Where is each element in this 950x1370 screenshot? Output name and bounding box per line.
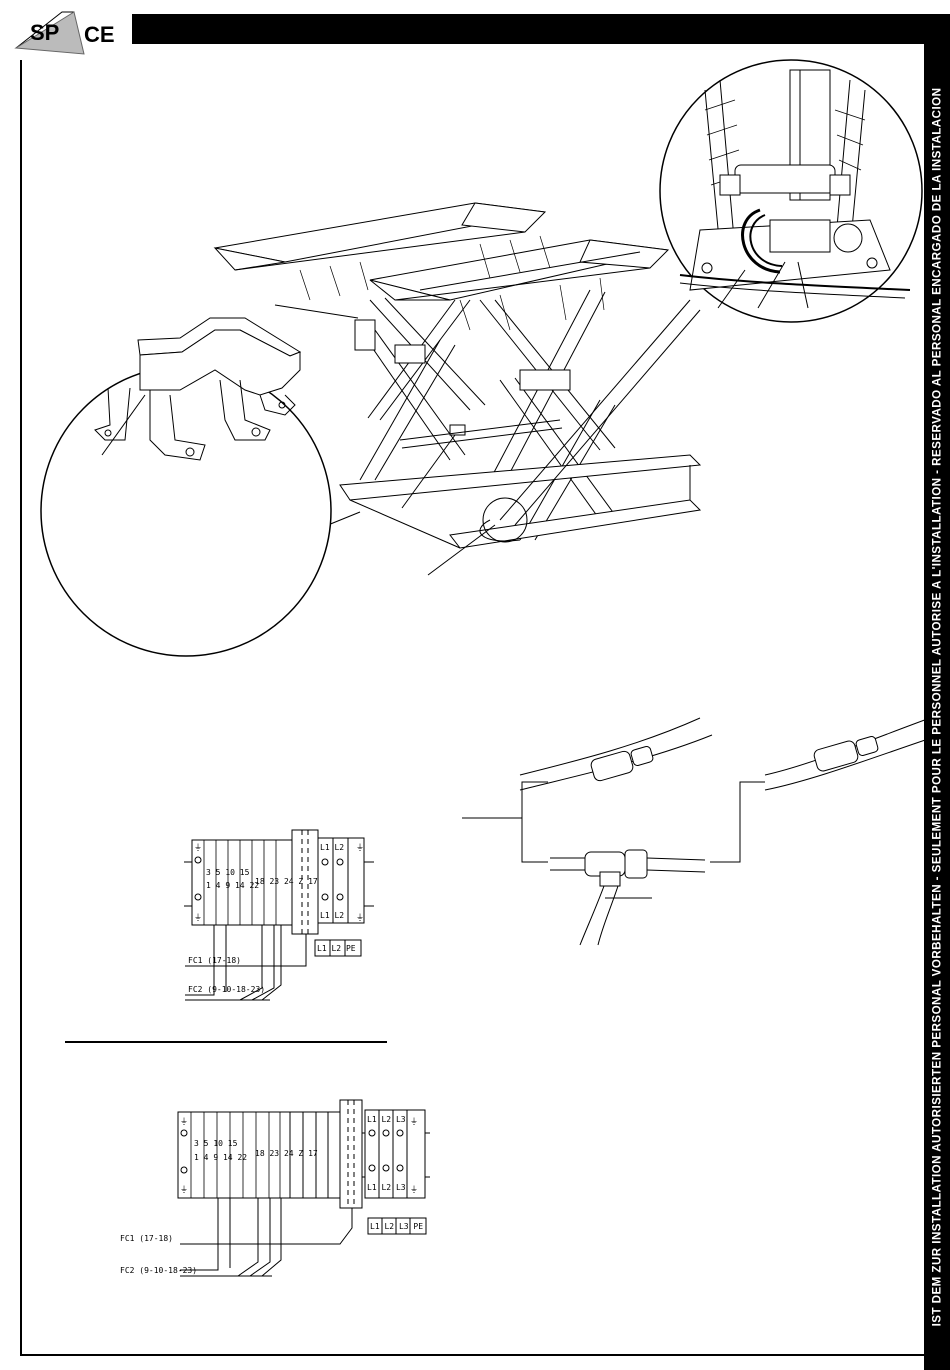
hydraulic-detail-circle — [659, 59, 923, 323]
page-frame — [20, 60, 924, 1356]
header-bar — [132, 14, 950, 44]
supply-label: L1 — [317, 944, 327, 953]
svg-text:⏚: ⏚ — [356, 843, 364, 852]
scissor-lift-drawing — [213, 202, 702, 576]
svg-text:18 23 24 Z 17: 18 23 24 Z 17 — [255, 877, 318, 886]
svg-text:18 23 24 Z 17: 18 23 24 Z 17 — [255, 1149, 318, 1158]
logo-text-left: SP — [30, 20, 59, 45]
wire-label: 23 — [269, 1149, 279, 1158]
svg-text:⏚: ⏚ — [356, 913, 364, 922]
wire-label: Z — [298, 1149, 303, 1158]
wire-label: 3 — [206, 868, 211, 877]
wire-label: 17 — [308, 877, 318, 886]
logo-graphic: SP CE — [14, 11, 115, 55]
wire-label: 24 — [284, 877, 294, 886]
supply-label: PE — [346, 944, 356, 953]
hose-connector-diagram — [462, 717, 941, 946]
svg-text:⏚: ⏚ — [410, 1117, 418, 1126]
svg-text:L1 L2 L3: L1 L2 L3 — [367, 1115, 406, 1124]
wire-label: 24 — [284, 1149, 294, 1158]
wire-label: 5 — [216, 868, 221, 877]
phase-label: L2 — [381, 1115, 391, 1124]
svg-text:L1 L2 L3: L1 L2 L3 — [367, 1183, 406, 1192]
phase-label: L1 — [320, 843, 330, 852]
svg-text:L1 L2: L1 L2 — [320, 843, 344, 852]
wire-label: 14 — [235, 881, 245, 890]
svg-text:L1 L2 PE: L1 L2 PE — [317, 944, 356, 953]
svg-text:⏚: ⏚ — [180, 1117, 188, 1126]
supply-label: L2 — [331, 944, 341, 953]
svg-text:⏚: ⏚ — [410, 1185, 418, 1194]
sidebar-notice-bar: IST DEM ZUR INSTALLATION AUTORISIERTEN P… — [924, 44, 950, 1370]
wire-label: 18 — [255, 1149, 265, 1158]
wiring-diagram-2phase: ⏚ ⏚ ⏚ ⏚ 3 5 10 15 1 4 9 14 22 18 23 24 Z… — [184, 829, 374, 1001]
wiring-diagram-3phase: ⏚ ⏚ ⏚ ⏚ 3 5 10 15 1 4 9 14 22 18 23 24 Z… — [120, 1099, 430, 1277]
phase-label: L2 — [334, 843, 344, 852]
wire-label: 10 — [213, 1139, 223, 1148]
svg-text:1 4 9 14 22: 1 4 9 14 22 — [206, 881, 259, 890]
svg-text:⏚: ⏚ — [194, 913, 202, 922]
phase-label: L1 — [367, 1183, 377, 1192]
supply-label: L3 — [399, 1222, 409, 1231]
wire-label: 22 — [249, 881, 259, 890]
phase-label: L3 — [396, 1183, 406, 1192]
svg-text:3 5 10 15: 3 5 10 15 — [194, 1139, 238, 1148]
wire-label: 18 — [255, 877, 265, 886]
wire-label: 17 — [308, 1149, 318, 1158]
wire-label: 23 — [269, 877, 279, 886]
wire-label: 1 — [194, 1153, 199, 1162]
wire-label: 14 — [223, 1153, 233, 1162]
wire-label: 15 — [240, 868, 250, 877]
supply-label: PE — [413, 1222, 423, 1231]
svg-text:⏚: ⏚ — [180, 1185, 188, 1194]
supply-label: L1 — [370, 1222, 380, 1231]
phase-label: L3 — [396, 1115, 406, 1124]
wire-label: 10 — [225, 868, 235, 877]
svg-text:⏚: ⏚ — [194, 843, 202, 852]
svg-text:1 4 9 14 22: 1 4 9 14 22 — [194, 1153, 247, 1162]
fc1-label: FC1 (17-18) — [120, 1234, 173, 1243]
phase-label: L1 — [367, 1115, 377, 1124]
wire-label: 1 — [206, 881, 211, 890]
fc2-label: FC2 (9-10-18-23) — [188, 985, 265, 994]
svg-text:L1 L2: L1 L2 — [320, 911, 344, 920]
wire-label: 3 — [194, 1139, 199, 1148]
phase-label: L2 — [381, 1183, 391, 1192]
wire-label: 9 — [213, 1153, 218, 1162]
wire-label: 22 — [237, 1153, 247, 1162]
space-logo: SP CE — [14, 8, 132, 58]
wire-label: 9 — [225, 881, 230, 890]
supply-label: L2 — [384, 1222, 394, 1231]
wire-label: 15 — [228, 1139, 238, 1148]
support-detail-circle — [40, 317, 332, 657]
wire-label: Z — [298, 877, 303, 886]
wire-label: 4 — [216, 881, 221, 890]
svg-text:L1 L2 L3 PE: L1 L2 L3 PE — [370, 1222, 423, 1231]
wire-label: 4 — [204, 1153, 209, 1162]
fc1-label: FC1 (17-18) — [188, 956, 241, 965]
phase-label: L1 — [320, 911, 330, 920]
wire-label: 5 — [204, 1139, 209, 1148]
svg-text:3 5 10 15: 3 5 10 15 — [206, 868, 250, 877]
phase-label: L2 — [334, 911, 344, 920]
logo-text-right: CE — [84, 22, 115, 47]
fc2-label: FC2 (9-10-18-23) — [120, 1266, 197, 1275]
